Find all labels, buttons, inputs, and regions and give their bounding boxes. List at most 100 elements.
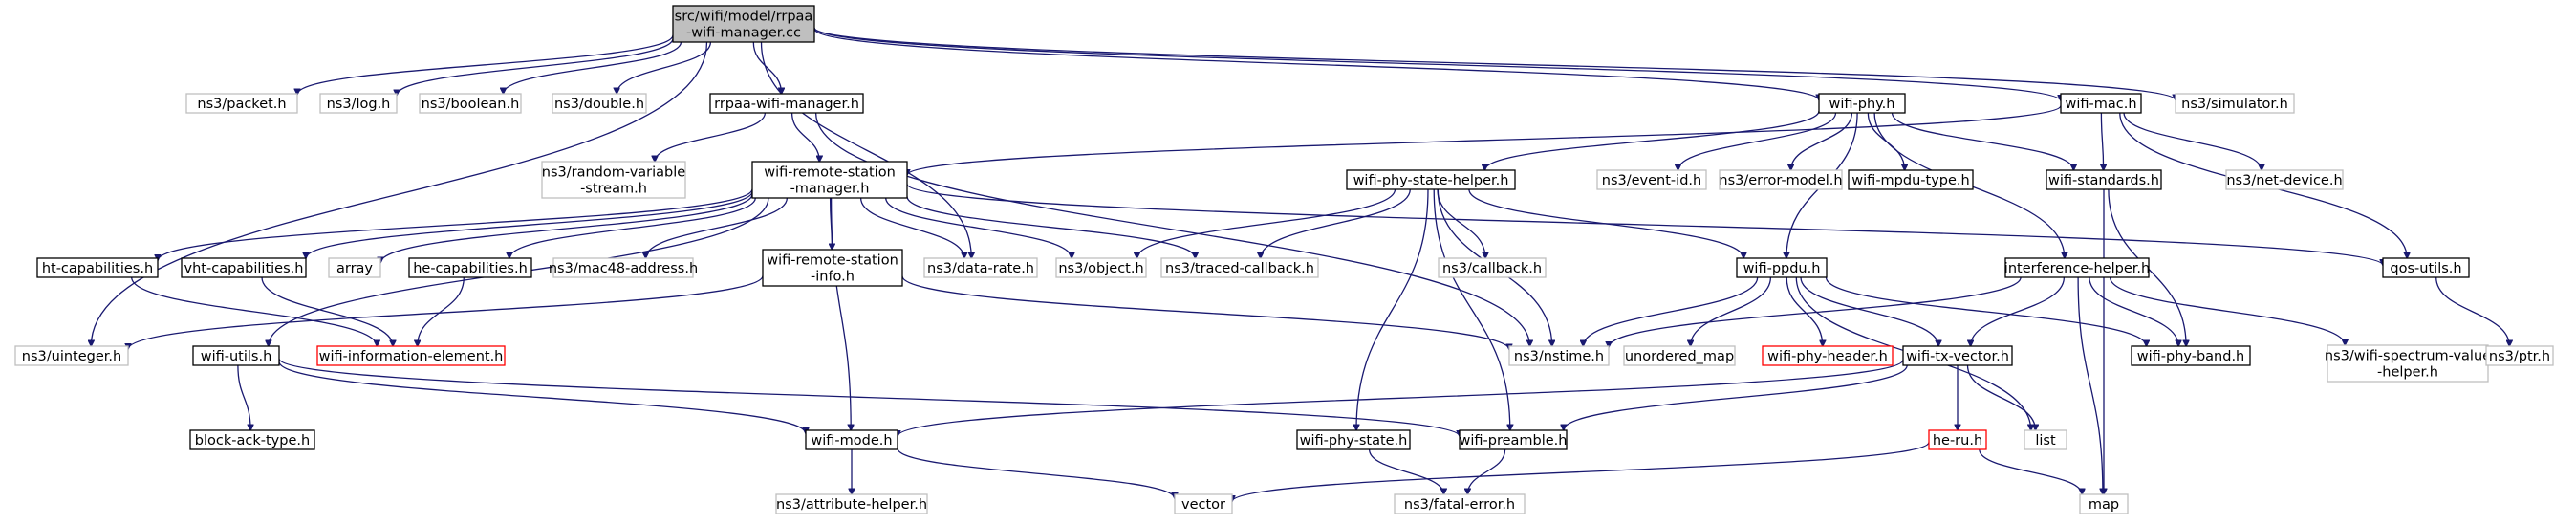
edge-wrsm-to-mac48 [646,197,789,258]
node-label: block-ack-type.h [195,433,310,448]
node-label: unordered_map [1625,349,1734,364]
node-rrpaa_h[interactable]: rrpaa-wifi-manager.h [709,93,864,114]
node-box [319,93,398,114]
edge-rrpaa_h-to-wrsm [790,112,820,162]
node-qos_utils[interactable]: qos-utils.h [2382,257,2470,278]
node-label: vht-capabilities.h [184,261,304,276]
node-box [1848,169,1974,190]
node-box [1160,257,1319,278]
edge-wrsm-to-he_cap [509,197,756,258]
edge-tx_vector-to-wifi_mode [898,359,1904,436]
node-interference[interactable]: interference-helper.h [2004,257,2150,278]
edge-interference-to-spectrum_helper [2109,276,2346,345]
node-label: interference-helper.h [2004,261,2150,276]
node-label: wifi-remote-station [764,165,896,181]
node-box [1438,257,1547,278]
node-block_ack[interactable]: block-ack-type.h [189,429,315,450]
node-box [751,161,908,199]
node-label: ns3/ptr.h [2489,349,2550,364]
node-event_id: ns3/event-id.h [1596,169,1707,190]
node-wifi_phy[interactable]: wifi-phy.h [1818,93,1906,114]
node-wifi_ppdu[interactable]: wifi-ppdu.h [1736,257,1828,278]
edge-interference-to-tx_vector [1971,276,2066,346]
node-phy_state_helper[interactable]: wifi-phy-state-helper.h [1346,169,1516,190]
node-box [1928,429,1987,450]
node-label: -wifi-manager.cc [686,26,801,41]
node-label: ns3/nstime.h [1514,349,1604,364]
edge-wifi_utils-to-preamble [278,358,1460,436]
node-preamble[interactable]: wifi-preamble.h [1459,429,1568,450]
node-phy_band[interactable]: wifi-phy-band.h [2131,345,2251,366]
node-box [672,5,815,43]
node-label: wifi-ppdu.h [1743,261,1821,276]
edge-wifi_phy-to-wifi_standards [1891,112,2074,170]
node-phy_state[interactable]: wifi-phy-state.h [1296,429,1411,450]
node-wifi_standards[interactable]: wifi-standards.h [2046,169,2162,190]
edge-wifi_mac-to-wifi_standards [2101,112,2103,170]
node-box [1346,169,1516,190]
node-list: list [2024,429,2067,450]
edge-rrpaa_h-to-nstime [814,112,1530,346]
node-label: wifi-standards.h [2048,173,2159,188]
edge-root-to-log [397,37,674,96]
edge-interference-to-map [2077,276,2103,494]
node-label: ns3/data-rate.h [927,261,1034,276]
node-label: he-ru.h [1933,433,1982,448]
node-wrsm[interactable]: wifi-remote-station-manager.h [751,161,908,199]
node-label: array [336,261,373,276]
node-box [1296,429,1411,450]
node-he_cap[interactable]: he-capabilities.h [408,257,532,278]
node-ht_cap[interactable]: ht-capabilities.h [36,257,159,278]
node-tx_vector[interactable]: wifi-tx-vector.h [1902,345,2013,366]
edge-root-to-rrpaa_h [752,41,781,94]
edge-root-to-simulator [813,27,2176,100]
node-spectrum_helper: ns3/wifi-spectrum-value-helper.h [2325,344,2491,383]
node-box [185,93,298,114]
node-unordered_map: unordered_map [1623,345,1736,366]
node-box [2485,345,2554,366]
node-label: ns3/wifi-spectrum-value [2325,349,2491,364]
node-he_ru[interactable]: he-ru.h [1928,429,1987,450]
node-box [1719,169,1843,190]
edge-phy_state_helper-to-callback [1437,188,1485,258]
node-label: wifi-mac.h [2065,97,2136,112]
node-label: wifi-phy-state.h [1300,433,1408,448]
node-box [189,429,315,450]
node-random_var: ns3/random-variable-stream.h [541,161,686,199]
node-label: ns3/log.h [327,97,391,112]
edge-wifi_ppdu-to-phy_header [1786,276,1823,346]
node-label: -stream.h [580,182,647,197]
edge-wifi_ppdu-to-nstime [1583,276,1759,346]
node-label: wifi-remote-station [767,253,898,269]
edge-wifi_phy-to-error_model [1791,112,1853,170]
edge-root-to-data_rate [760,41,972,258]
node-phy_header[interactable]: wifi-phy-header.h [1762,345,1894,366]
node-box [419,93,522,114]
node-wifi_mac[interactable]: wifi-mac.h [2060,93,2142,114]
node-vht_cap[interactable]: vht-capabilities.h [181,257,307,278]
node-box [1459,429,1568,450]
node-label: -info.h [811,270,855,285]
node-wifi_mode[interactable]: wifi-mode.h [805,429,898,450]
edge-interference-to-nstime [1609,276,2022,347]
node-label: ns3/attribute-helper.h [776,497,927,513]
edge-wrsm-to-qos_utils [906,183,2383,266]
node-box [2004,257,2150,278]
node-box [805,429,898,450]
node-net_device: ns3/net-device.h [2225,169,2344,190]
node-station_info[interactable]: wifi-remote-station-info.h [762,249,903,287]
node-root[interactable]: src/wifi/model/rrpaa-wifi-manager.cc [672,5,815,43]
node-box [552,93,647,114]
node-box [923,257,1038,278]
node-simulator: ns3/simulator.h [2175,93,2295,114]
edge-wifi_phy-to-event_id [1678,112,1837,170]
node-info_element[interactable]: wifi-information-element.h [316,345,506,366]
node-attr_helper: ns3/attribute-helper.h [775,493,928,514]
node-wifi_utils[interactable]: wifi-utils.h [192,345,280,366]
node-label: wifi-phy-band.h [2137,349,2245,364]
node-box [14,345,129,366]
node-mpdu_type[interactable]: wifi-mpdu-type.h [1848,169,1974,190]
node-box [2131,345,2251,366]
node-box [1508,345,1610,366]
